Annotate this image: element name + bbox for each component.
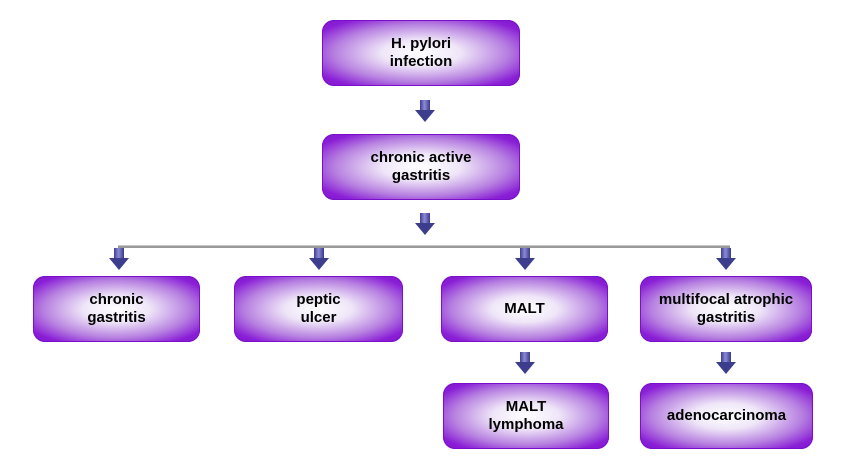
arrow-head xyxy=(716,258,736,270)
arrow-to-multifocal xyxy=(716,248,736,270)
arrow-infection-to-active xyxy=(415,100,435,122)
arrow-head xyxy=(109,258,129,270)
node-malt: MALT xyxy=(441,276,608,342)
node-chronic-gastritis: chronic gastritis xyxy=(33,276,200,342)
node-adenocarcinoma: adenocarcinoma xyxy=(640,383,813,449)
branch-connector-line xyxy=(118,245,730,248)
arrow-head xyxy=(415,110,435,122)
arrow-active-to-branch xyxy=(415,213,435,235)
arrow-stem xyxy=(114,248,124,259)
node-malt-lymphoma: MALT lymphoma xyxy=(443,383,609,449)
arrow-stem xyxy=(721,248,731,259)
arrow-head xyxy=(716,362,736,374)
arrow-malt-to-lymphoma xyxy=(515,352,535,374)
arrow-to-chronic-gastritis xyxy=(109,248,129,270)
arrow-head xyxy=(515,362,535,374)
arrow-stem xyxy=(721,352,731,363)
arrow-stem xyxy=(420,213,430,224)
arrow-stem xyxy=(520,352,530,363)
arrow-stem xyxy=(314,248,324,259)
node-peptic-ulcer: peptic ulcer xyxy=(234,276,403,342)
arrow-head xyxy=(415,223,435,235)
arrow-stem xyxy=(520,248,530,259)
arrow-stem xyxy=(420,100,430,111)
arrow-to-peptic-ulcer xyxy=(309,248,329,270)
arrow-head xyxy=(515,258,535,270)
arrow-to-malt xyxy=(515,248,535,270)
node-multifocal-atrophic-gastritis: multifocal atrophic gastritis xyxy=(640,276,812,342)
arrow-head xyxy=(309,258,329,270)
node-h-pylori-infection: H. pylori infection xyxy=(322,20,520,86)
arrow-multifocal-to-adenocarcinoma xyxy=(716,352,736,374)
node-chronic-active-gastritis: chronic active gastritis xyxy=(322,134,520,200)
